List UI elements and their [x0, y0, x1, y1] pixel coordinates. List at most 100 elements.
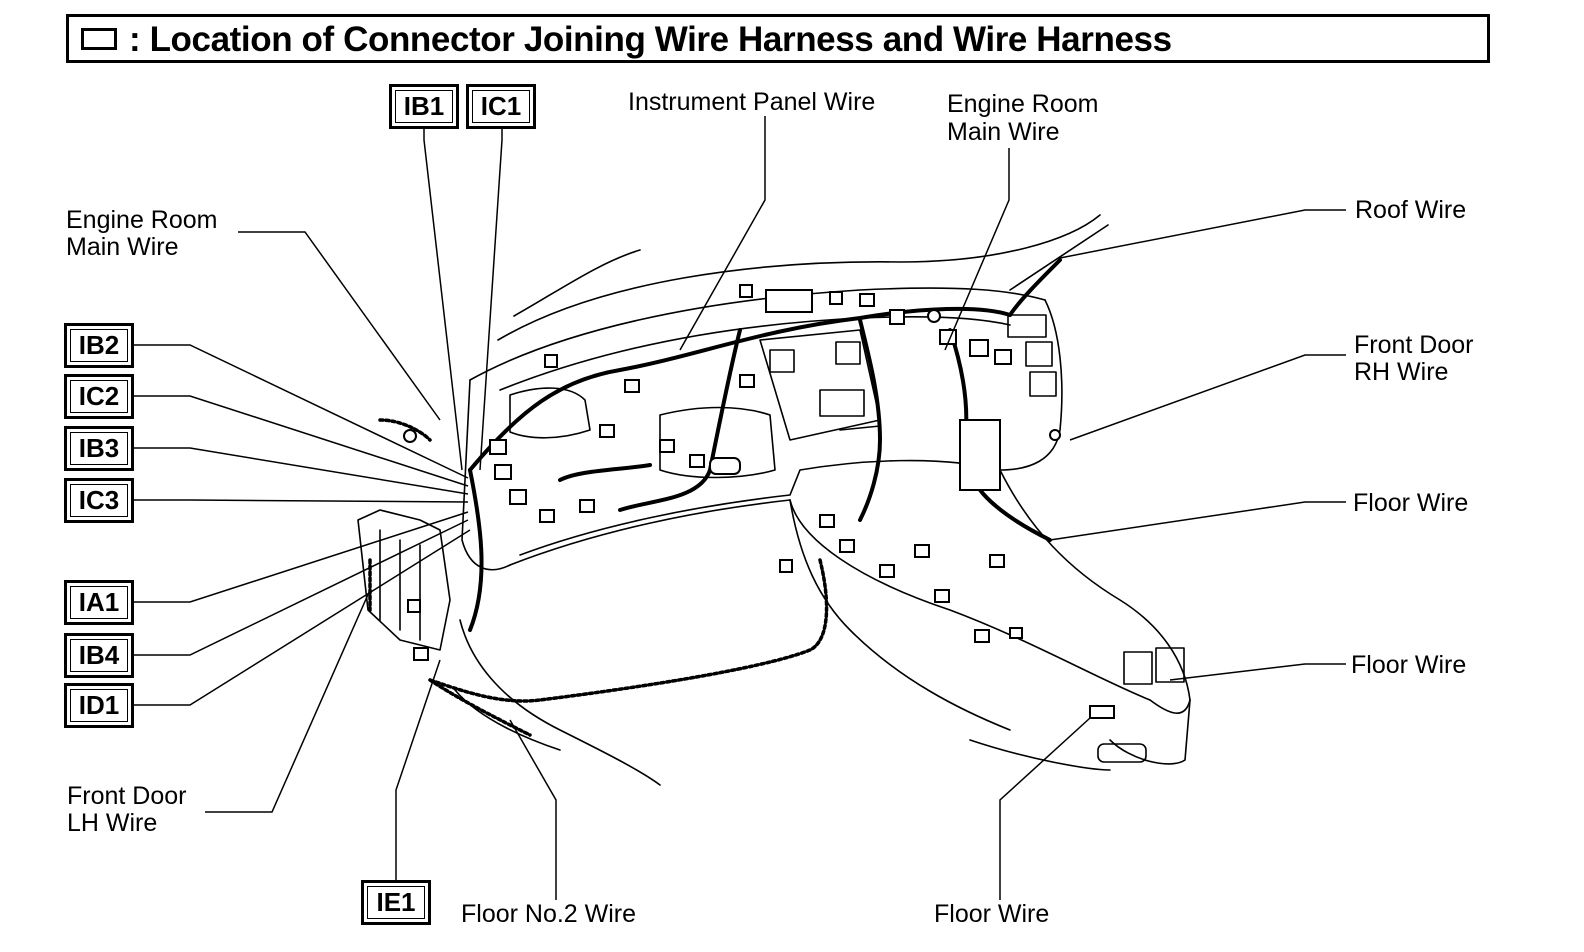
- dash-left-end: [461, 379, 511, 571]
- grommet: [403, 429, 417, 443]
- connector-small: [1009, 627, 1023, 639]
- console-left-edge: [789, 499, 1151, 701]
- leader-floor-upper: [1049, 501, 1346, 541]
- label-floor-wire-lower: Floor Wire: [1351, 651, 1467, 679]
- connector-label-IB1: IB1: [389, 84, 459, 129]
- leader-engine-room-left: [238, 231, 441, 421]
- connector-label-IC3: IC3: [64, 478, 134, 523]
- junction-block-right: [959, 419, 1001, 491]
- rectangle-box-icon: [81, 28, 117, 50]
- connector-label-IC2: IC2: [64, 374, 134, 419]
- console-vent-left: [1123, 651, 1153, 685]
- console-front: [1149, 699, 1191, 714]
- connector-small: [579, 499, 595, 513]
- dash-right-end: [999, 299, 1063, 471]
- connector-label-IB3: IB3: [64, 426, 134, 471]
- right-vent-2: [1025, 341, 1053, 367]
- label-engine-room-main-right-1: Engine Room: [947, 90, 1099, 118]
- grommet: [927, 309, 941, 323]
- floor-left-line: [459, 619, 661, 786]
- center-slot: [839, 425, 881, 431]
- instrument-cluster: [509, 387, 591, 439]
- connector-small: [994, 349, 1012, 365]
- instrument-panel-harness: [468, 306, 1012, 472]
- label-engine-room-main-left-1: Engine Room: [66, 206, 218, 234]
- dash-lower-edge: [509, 499, 791, 566]
- floor-no2-harness-tail: [428, 678, 532, 737]
- connector-small: [739, 284, 753, 298]
- center-display: [819, 389, 865, 417]
- leader-IB4: [132, 519, 469, 656]
- label-front-door-lh-2: LH Wire: [67, 809, 158, 837]
- harness-left-drop: [468, 468, 484, 632]
- connector-top-center: [765, 289, 813, 313]
- floor-center-line: [789, 499, 1011, 731]
- glovebox: [659, 406, 776, 479]
- label-floor-wire-upper: Floor Wire: [1353, 489, 1469, 517]
- connector-small: [407, 599, 421, 613]
- grommet: [1049, 429, 1061, 441]
- harness-branch-2: [858, 318, 882, 522]
- leader-floor-bottom: [999, 717, 1091, 900]
- dash-mid-edge: [519, 459, 1001, 556]
- dash-top-inner: [499, 316, 1011, 391]
- leader-IB2: [132, 344, 469, 479]
- label-front-door-lh-1: Front Door: [67, 782, 187, 810]
- leader-IE1: [395, 659, 441, 880]
- leader-floor-lower: [1169, 663, 1346, 681]
- console-base-line: [969, 739, 1111, 771]
- center-vent-2: [835, 341, 861, 365]
- harness-lower: [558, 463, 652, 482]
- floor-no2-harness: [428, 558, 829, 703]
- connector-small: [739, 374, 755, 388]
- connector-small: [829, 291, 843, 305]
- engine-harness-stub: [378, 418, 432, 442]
- leader-IC2: [132, 395, 469, 487]
- leader-instrument-panel: [679, 116, 766, 351]
- connector-small: [879, 564, 895, 578]
- leader-front-door-rh: [1069, 354, 1346, 441]
- center-stack: [759, 329, 881, 441]
- connector-label-IC1: IC1: [466, 84, 536, 129]
- connector-small: [859, 293, 875, 307]
- label-floor-wire-bottom: Floor Wire: [934, 900, 1050, 928]
- connector-small: [544, 354, 558, 368]
- page-title: : Location of Connector Joining Wire Har…: [129, 20, 1172, 59]
- connector-small: [889, 309, 905, 325]
- leader-engine-room-right: [944, 148, 1010, 351]
- connector-small: [659, 439, 675, 453]
- label-instrument-panel-wire: Instrument Panel Wire: [628, 88, 876, 116]
- console-right-edge: [999, 469, 1191, 701]
- connector-small: [969, 339, 989, 357]
- connector-small: [509, 489, 527, 505]
- leader-IC3: [132, 499, 469, 503]
- console-vent-right: [1155, 647, 1185, 683]
- connector-small: [1089, 705, 1115, 719]
- center-vent-1: [769, 349, 795, 373]
- leader-floor-no2: [509, 719, 557, 900]
- connector-small: [494, 464, 512, 480]
- a-pillar-left: [513, 249, 641, 317]
- label-front-door-rh-2: RH Wire: [1354, 358, 1449, 386]
- connector-label-IE1: IE1: [361, 880, 431, 925]
- label-front-door-rh-1: Front Door: [1354, 331, 1474, 359]
- connector-label-IA1: IA1: [64, 580, 134, 625]
- connector-small: [489, 439, 507, 455]
- connector-small: [819, 514, 835, 528]
- leader-front-door-lh: [205, 589, 371, 813]
- connector-small: [413, 647, 429, 661]
- a-pillar-right: [1009, 224, 1109, 291]
- connector-small: [624, 379, 640, 393]
- junction-block-left: [357, 509, 451, 651]
- connector-small: [974, 629, 990, 643]
- label-floor-no2-wire: Floor No.2 Wire: [461, 900, 637, 928]
- connector-small: [914, 544, 930, 558]
- leader-IC1: [479, 128, 503, 471]
- right-vent-3: [1029, 371, 1057, 397]
- console-base: [1109, 699, 1191, 765]
- connector-label-IB4: IB4: [64, 633, 134, 678]
- connector-label-ID1: ID1: [64, 683, 134, 728]
- connector-small: [989, 554, 1005, 568]
- label-engine-room-main-left-2: Main Wire: [66, 233, 179, 261]
- leader-IB1: [423, 128, 463, 471]
